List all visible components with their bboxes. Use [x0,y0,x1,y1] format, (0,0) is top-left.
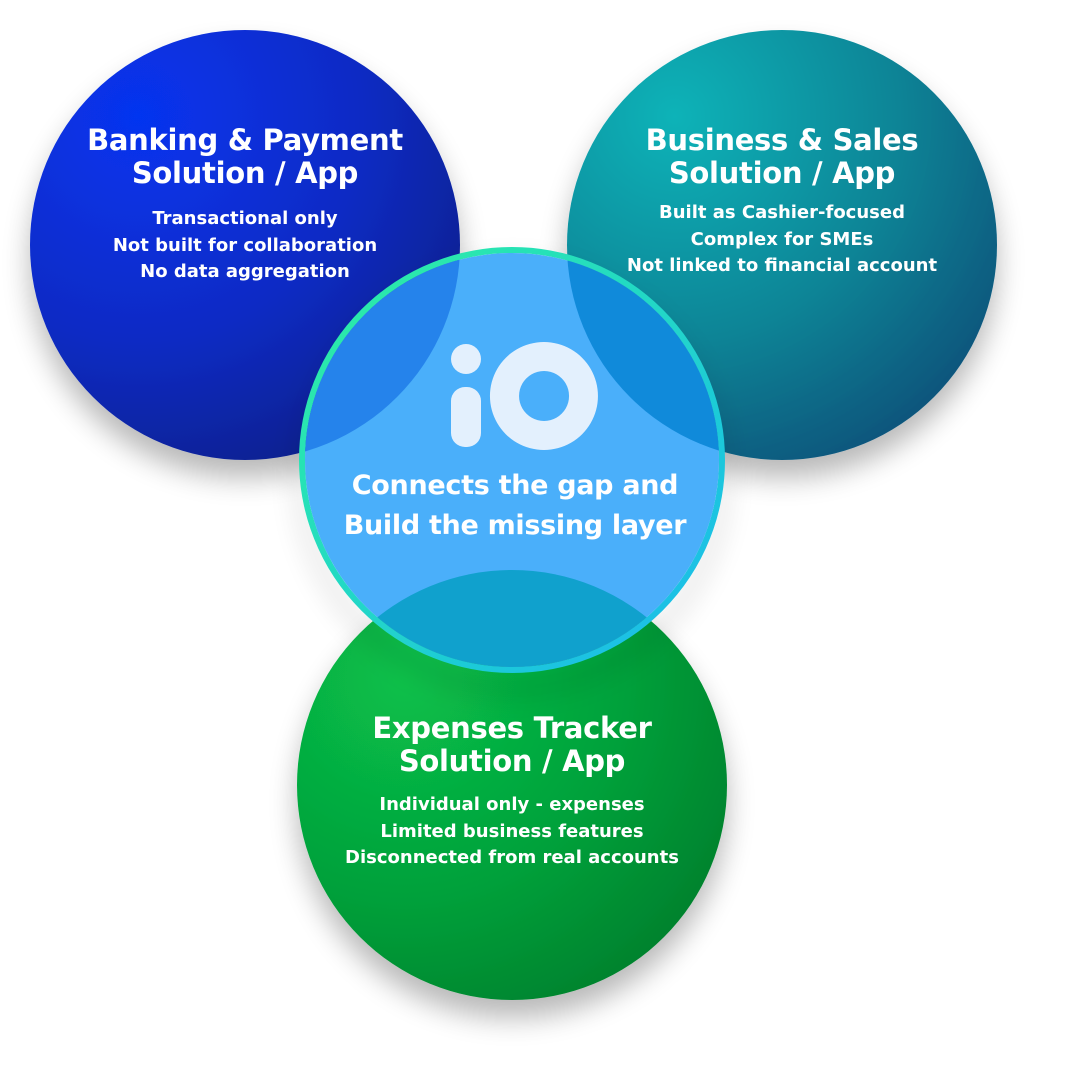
expenses-title: Expenses Tracker Solution / App [312,712,712,778]
business-points: Built as Cashier-focused Complex for SME… [582,200,982,280]
banking-title-line-2: Solution / App [131,156,359,190]
banking-point-3: No data aggregation [140,261,350,282]
expenses-circle [297,570,727,1000]
expenses-text: Expenses Tracker Solution / App Individu… [312,712,712,872]
center-caption-line-1: Connects the gap and [351,470,679,501]
overlap-regions [305,253,719,667]
banking-points: Transactional only Not built for collabo… [45,206,445,286]
expenses-title-line-1: Expenses Tracker [372,711,652,745]
business-title-line-1: Business & Sales [645,123,919,157]
business-text: Business & Sales Solution / App Built as… [582,124,982,280]
business-point-1: Built as Cashier-focused [659,202,905,223]
expenses-title-line-2: Solution / App [398,744,626,778]
center-caption: Connects the gap and Build the missing l… [300,466,730,546]
expenses-point-3: Disconnected from real accounts [345,847,679,868]
center-circle-ring [299,247,725,673]
business-point-2: Complex for SMEs [690,228,874,250]
io-logo-icon [451,342,598,450]
banking-text: Banking & Payment Solution / App Transac… [45,124,445,286]
expenses-point-1: Individual only - expenses [379,794,645,815]
banking-title-line-1: Banking & Payment [87,123,403,157]
expenses-points: Individual only - expenses Limited busin… [312,792,712,872]
expenses-point-2: Limited business features [380,820,644,842]
business-title: Business & Sales Solution / App [582,124,982,190]
business-point-3: Not linked to financial account [626,255,938,276]
overlap-banking [305,253,460,460]
center-caption-line-2: Build the missing layer [343,510,687,541]
banking-point-1: Transactional only [152,208,338,229]
overlap-business [567,253,719,460]
banking-title: Banking & Payment Solution / App [45,124,445,190]
banking-point-2: Not built for collaboration [112,234,378,256]
business-title-line-2: Solution / App [668,156,896,190]
